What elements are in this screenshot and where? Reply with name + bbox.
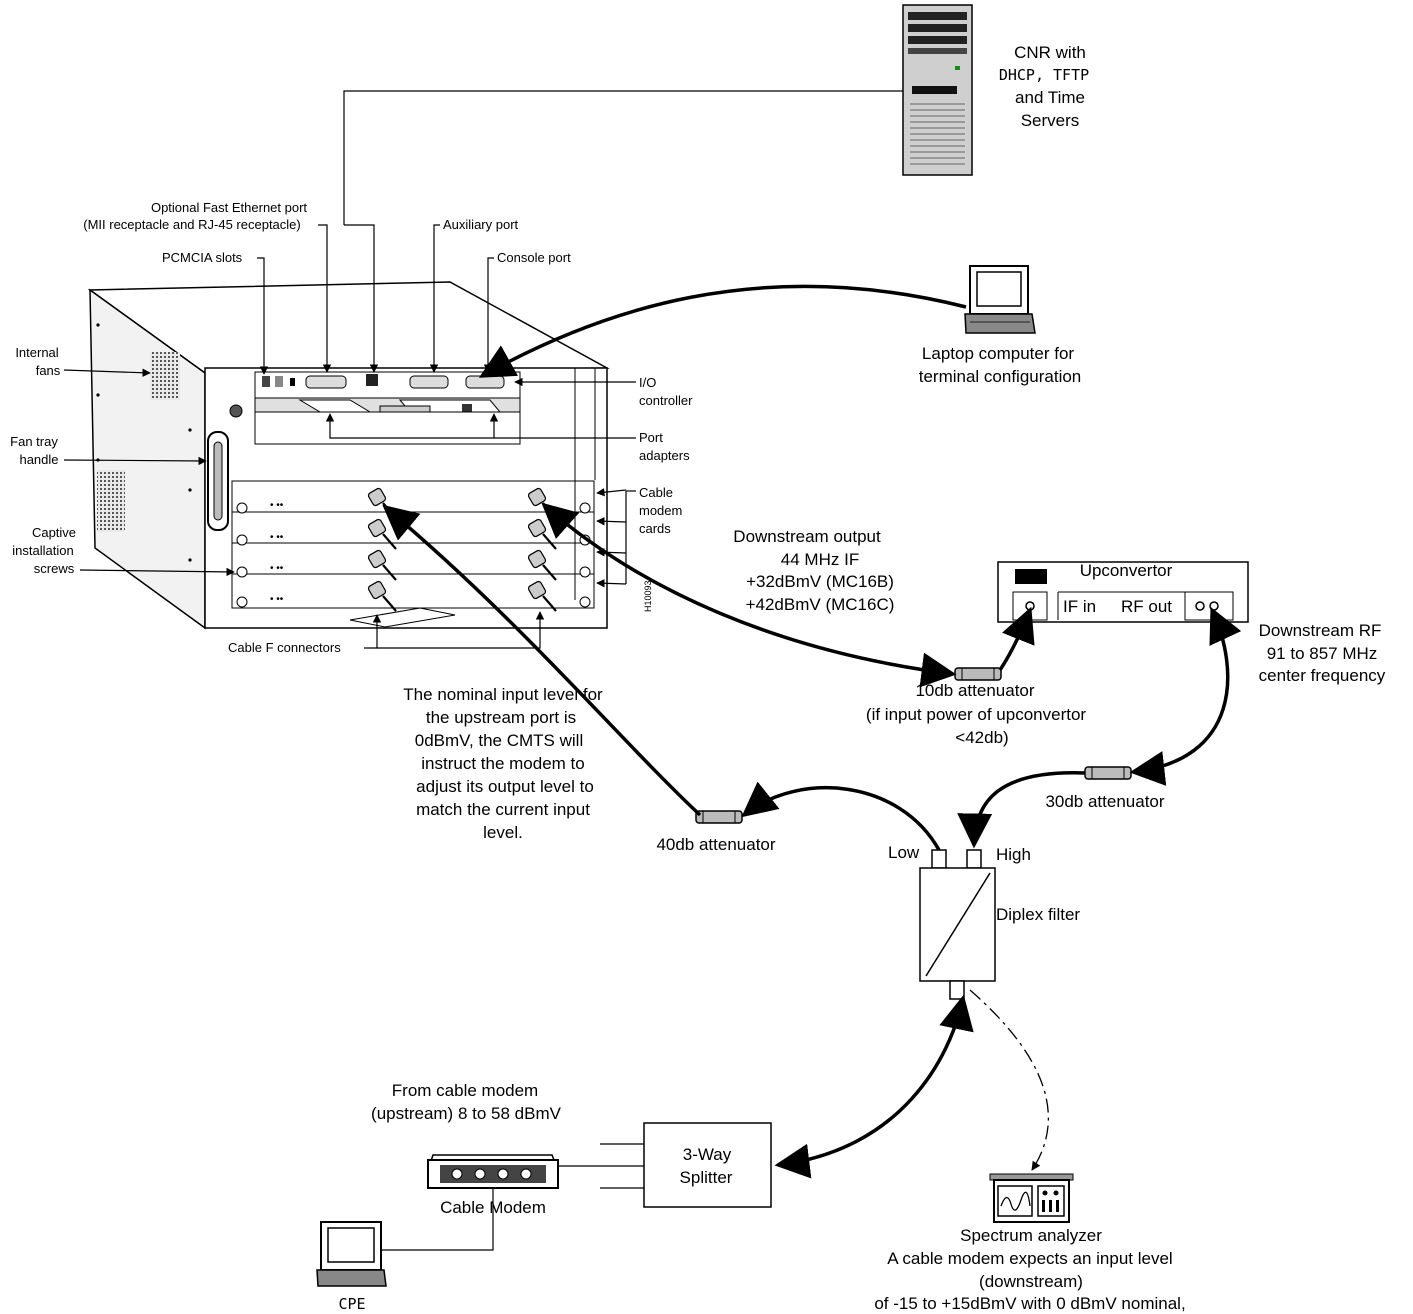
cpe-modem-line (381, 1188, 494, 1251)
spectrum-analyzer-icon (989, 1173, 1074, 1223)
svg-text:• ••: • •• (270, 500, 284, 511)
splitter-box (558, 1122, 772, 1208)
spectrum-label-1: Spectrum analyzer (960, 1226, 1102, 1245)
downstream-rf-label-1: Downstream RF (1259, 621, 1382, 640)
diplex-low-label: Low (888, 843, 920, 862)
spectrum-dashed-line (969, 989, 1050, 1171)
auxiliary-port-label: Auxiliary port (443, 217, 519, 232)
cmts-chassis-icon: • •• • •• • •• • •• (87, 281, 610, 630)
upstream-note-1: The nominal input level for (403, 685, 603, 704)
attenuator-10db-label-2: (if input power of upconvertor (866, 705, 1087, 724)
upstream-note-6: match the current input (416, 800, 590, 819)
upconvertor-if-in: IF in (1063, 597, 1096, 616)
downstream-output-label-2: 44 MHz IF (781, 550, 859, 569)
io-controller-label-2: controller (639, 393, 693, 408)
attenuator-30db-icon (1084, 766, 1132, 780)
captive-screws-label-1: Captive (32, 525, 76, 540)
pcmcia-slots-label: PCMCIA slots (162, 250, 243, 265)
laptop-icon (964, 265, 1036, 334)
diplex-filter-box (919, 849, 996, 1000)
svg-text:• ••: • •• (270, 594, 284, 605)
cpe-label: CPE (338, 1295, 365, 1313)
downstream-output-label-3: +32dBmV (MC16B) (746, 572, 894, 591)
laptop-label-1: Laptop computer for (922, 344, 1074, 363)
attenuator-40db-label: 40db attenuator (656, 835, 775, 854)
upstream-note-3: 0dBmV, the CMTS will (415, 731, 583, 750)
internal-fans-label-1: Internal (15, 345, 58, 360)
attenuator-30db-label: 30db attenuator (1045, 792, 1164, 811)
svg-text:• ••: • •• (270, 563, 284, 574)
cable-f-connectors-label: Cable F connectors (228, 640, 341, 655)
server-label-2: DHCP, TFTP (999, 66, 1089, 84)
console-cable (478, 284, 967, 378)
spectrum-label-4: of -15 to +15dBmV with 0 dBmV nominal, (874, 1294, 1185, 1313)
port-adapters-label-2: adapters (639, 448, 690, 463)
upstream-note-2: the upstream port is (426, 708, 576, 727)
upstream-note-4: instruct the modem to (421, 754, 584, 773)
downstream-rf-label-2: 91 to 857 MHz (1267, 644, 1378, 663)
diplex-filter-label: Diplex filter (996, 905, 1080, 924)
fan-tray-label-2: handle (19, 452, 58, 467)
server-label-3: and Time (1015, 88, 1085, 107)
internal-fans-label-2: fans (36, 363, 61, 378)
downstream-output-label-1: Downstream output (733, 527, 881, 546)
cable-modem-cards-label-3: cards (639, 521, 671, 536)
io-controller-label-1: I/O (639, 375, 656, 390)
splitter-label-2: Splitter (680, 1168, 733, 1187)
console-port-label: Console port (497, 250, 571, 265)
server-label-1: CNR with (1014, 43, 1086, 62)
diplex-high-label: High (996, 845, 1031, 864)
downstream-output-label-4: +42dBmV (MC16C) (746, 595, 895, 614)
fast-ethernet-label-1: Optional Fast Ethernet port (151, 200, 307, 215)
spectrum-label-2: A cable modem expects an input level (887, 1249, 1172, 1268)
captive-screws-label-3: screws (34, 561, 75, 576)
cable-modem-cards-label-2: modem (639, 503, 682, 518)
cable-modem-cards-label-1: Cable (639, 485, 673, 500)
upstream-note-7: level. (483, 823, 523, 842)
cable-modem-from-2: (upstream) 8 to 58 dBmV (371, 1104, 562, 1123)
downstream-rf-label-3: center frequency (1259, 666, 1386, 685)
cable-modem-icon (426, 1154, 560, 1189)
attenuator-40db-icon (695, 810, 743, 824)
attenuator-10db-icon (954, 667, 1002, 681)
fast-ethernet-label-2: (MII receptacle and RJ-45 receptacle) (83, 217, 300, 232)
laptop-label-2: terminal configuration (919, 367, 1082, 386)
cable-modem-from-1: From cable modem (392, 1081, 538, 1100)
splitter-label-1: 3-Way (683, 1145, 732, 1164)
server-tower-icon (902, 4, 973, 176)
spectrum-label-3: (downstream) (979, 1272, 1083, 1291)
port-adapters-label-1: Port (639, 430, 663, 445)
captive-screws-label-2: installation (12, 543, 73, 558)
server-ethernet-line (343, 90, 903, 225)
fan-tray-label-1: Fan tray (10, 434, 58, 449)
figure-id-label: H10093 (643, 580, 653, 612)
cpe-laptop-icon (316, 1221, 387, 1287)
upconvertor-title: Upconvertor (1080, 561, 1173, 580)
upstream-note-5: adjust its output level to (416, 777, 594, 796)
upconvertor-rf-out: RF out (1121, 597, 1172, 616)
rf-cables (382, 502, 1242, 1179)
svg-text:• ••: • •• (270, 532, 284, 543)
attenuator-10db-label-1: 10db attenuator (915, 681, 1034, 700)
server-label-4: Servers (1021, 111, 1080, 130)
attenuator-10db-label-3: <42db) (955, 728, 1008, 747)
